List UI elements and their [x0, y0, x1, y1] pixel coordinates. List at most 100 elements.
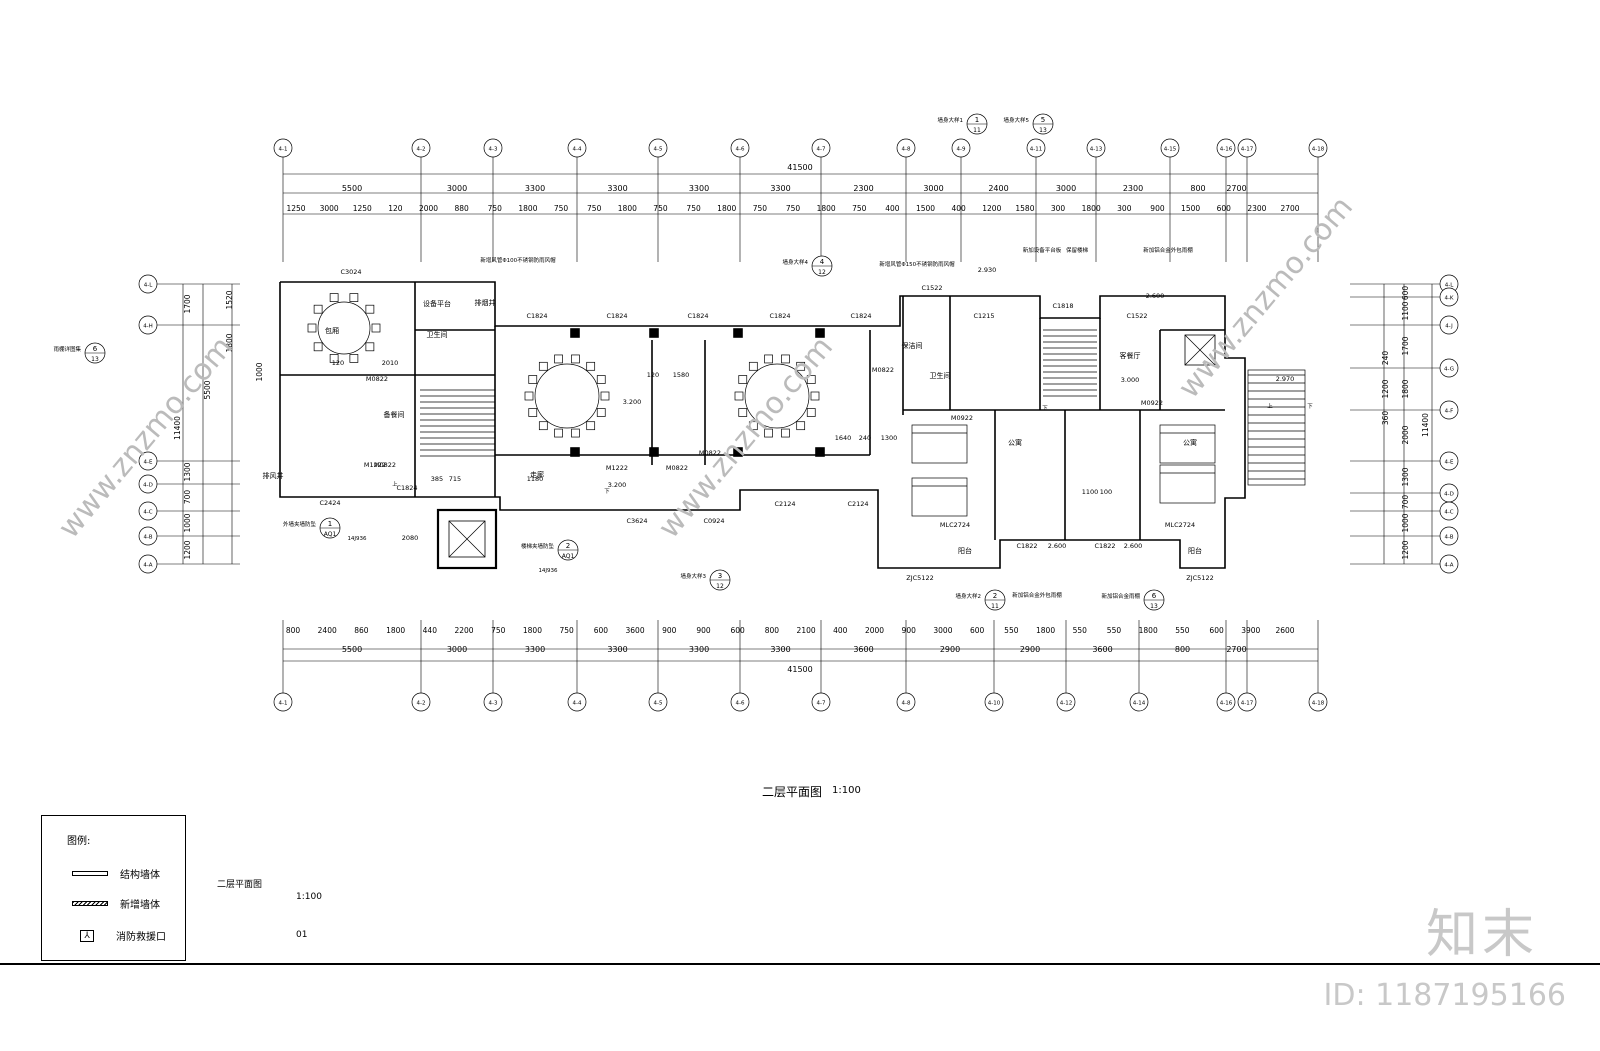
legend-label: 消防救援口 — [116, 932, 166, 943]
plan-label: 3.200 — [608, 481, 627, 489]
plan-details — [307, 293, 1306, 558]
dimension-text: 1300 — [183, 462, 192, 481]
grid-bubble — [138, 274, 158, 294]
grid-bubble — [138, 554, 158, 574]
plan-note: 下 — [1042, 405, 1048, 412]
plan-note: 14J936 — [347, 536, 367, 542]
callout-number: 2 — [566, 542, 570, 550]
chair — [571, 428, 580, 438]
bed — [911, 424, 968, 464]
callout-number: 1 — [328, 520, 332, 528]
grid-bubble — [648, 692, 668, 712]
dimension-text: 2300 — [853, 184, 873, 193]
exterior-wall — [279, 281, 1246, 569]
callout-sheet: 12 — [716, 583, 724, 590]
room-label: 卫生间 — [930, 371, 951, 380]
grid-bubble-label: 4-10 — [988, 701, 1001, 707]
chair — [600, 391, 610, 401]
dimension-text: 1800 — [1036, 626, 1055, 635]
grid-bubble-label: 4-5 — [654, 147, 663, 153]
grid-bubble — [273, 138, 293, 158]
grid-bubble-label: 4-A — [143, 563, 152, 569]
callout-number: 5 — [1041, 116, 1045, 124]
dimension-text: 600 — [1217, 204, 1232, 213]
plan-label: M0922 — [1141, 399, 1163, 407]
chair — [371, 323, 381, 333]
plan-note: 新增风管Φ100不锈钢防雨风帽 — [480, 256, 556, 264]
callout-text: 楼梯夹墙防坠 — [521, 542, 555, 550]
callout-sheet: 13 — [91, 356, 99, 363]
dimension-text: 300 — [1051, 204, 1066, 213]
plan-label: ZJC5122 — [1186, 574, 1213, 582]
dimension-text: 1800 — [386, 626, 405, 635]
dimension-text: 2200 — [454, 626, 473, 635]
plan-label: 2.970 — [1276, 375, 1295, 383]
dimension-text: 1700 — [1401, 336, 1410, 355]
dimension-lines — [182, 173, 1433, 662]
plan-note: 上 — [1267, 402, 1273, 410]
callout-number: 3 — [718, 572, 722, 580]
dimension-text: 900 — [902, 626, 917, 635]
dimension-text: 1000 — [183, 513, 192, 532]
dimension-text: 1800 — [518, 204, 537, 213]
grid-bubble-label: 4-A — [1444, 563, 1453, 569]
plan-label: 2080 — [402, 534, 419, 542]
dimension-text: 1800 — [523, 626, 542, 635]
grid-bubble-label: 4-B — [1444, 535, 1453, 541]
grid-bubble-label: 4-1 — [279, 701, 288, 707]
grid-bubble — [1439, 451, 1459, 471]
grid-bubble-label: 4-9 — [957, 147, 966, 153]
plan-label: 1180 — [527, 475, 544, 483]
dimension-text: 600 — [1209, 626, 1224, 635]
grid-bubble-label: 4-18 — [1312, 147, 1325, 153]
chair — [365, 342, 375, 352]
chair — [596, 408, 606, 417]
dimension-text: 1800 — [1139, 626, 1158, 635]
grid-bubble — [730, 138, 750, 158]
grid-bubble — [138, 451, 158, 471]
grid-bubble — [567, 138, 587, 158]
grid-bubble — [1237, 692, 1257, 712]
grid-bubble — [1160, 138, 1180, 158]
grid-bubble — [1439, 526, 1459, 546]
grid-bubble — [483, 692, 503, 712]
chair — [781, 354, 790, 364]
grid-bubble — [273, 692, 293, 712]
dimension-text: 3000 — [320, 204, 339, 213]
chair — [738, 375, 748, 384]
grid-bubble-label: 4-H — [143, 324, 153, 330]
dimension-text: 1500 — [916, 204, 935, 213]
dimension-text: 600 — [1401, 286, 1410, 301]
plan-label: 715 — [449, 475, 461, 483]
room-label: 阳台 — [1188, 546, 1202, 555]
dimension-text: 300 — [1117, 204, 1132, 213]
plan-label: 2.600 — [1124, 542, 1143, 550]
grid-bubble-label: 4-12 — [1060, 701, 1072, 707]
grid-bubble-label: 4-2 — [417, 701, 426, 707]
grid-bubble — [1086, 138, 1106, 158]
brand-logo: 知末 — [1425, 905, 1538, 965]
dimension-text: 2000 — [419, 204, 438, 213]
grid-bubble — [984, 692, 1004, 712]
elevator-car — [1184, 334, 1216, 366]
column — [815, 447, 825, 457]
dimension-text: 3000 — [923, 184, 943, 193]
dimension-text: 800 — [1190, 184, 1205, 193]
dimension-text: 1000 — [1401, 513, 1410, 532]
dimension-text: 900 — [1150, 204, 1165, 213]
callout-number: 4 — [820, 258, 825, 266]
callout-sheet: 13 — [1039, 127, 1047, 134]
plan-label: C1822 — [1016, 542, 1037, 550]
legend-item-structural-wall: 结构墙体 — [72, 866, 160, 881]
grid-bubble — [1216, 692, 1236, 712]
dimension-text: 3600 — [1092, 645, 1112, 654]
bed — [1159, 464, 1216, 504]
grid-bubble — [730, 692, 750, 712]
dimension-text: 550 — [1175, 626, 1190, 635]
dimension-text: 750 — [753, 204, 768, 213]
dimension-text: 3600 — [626, 626, 645, 635]
plan-note: 下 — [1307, 403, 1313, 410]
dimension-text: 900 — [696, 626, 711, 635]
